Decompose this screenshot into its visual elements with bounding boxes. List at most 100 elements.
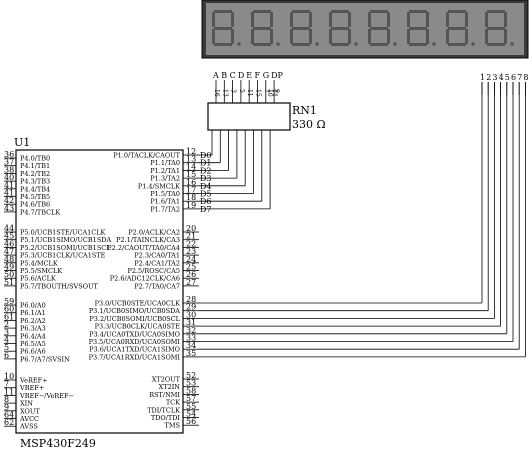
left-pin-number: 59 [4, 297, 14, 306]
left-pin-number: 46 [4, 239, 14, 248]
left-pin-number: 11 [4, 387, 14, 396]
right-pin-label: P2.5/ROSC/CA5 [127, 267, 180, 275]
digit-6 [407, 10, 436, 46]
right-pin-number: 54 [186, 410, 196, 419]
segment-label: F [255, 71, 261, 80]
digit-8 [485, 10, 514, 46]
left-pin-label: XIN [20, 400, 33, 408]
right-pin-number: 58 [186, 386, 196, 395]
digit-3 [290, 10, 319, 46]
right-pin-label: TMS [165, 422, 180, 430]
left-pin-number: 45 [4, 232, 14, 241]
right-pin-number: 13 [186, 155, 196, 164]
right-pin-number: 23 [186, 247, 196, 256]
left-pin-number: 42 [4, 196, 14, 205]
right-pin-number: 12 [186, 147, 196, 156]
right-pin-label: P1.7/TA2 [150, 205, 180, 213]
right-pin-number: 16 [186, 178, 196, 187]
right-pin-number: 28 [186, 295, 196, 304]
right-pin-number: 17 [186, 186, 196, 195]
segment-pin: 14 [271, 89, 278, 97]
digit-1 [212, 10, 241, 46]
right-pin-label: P3.7/UCA1RXD/UCA1SOMI [89, 353, 181, 361]
left-pin-label: P5.1/UCB1SIMO/UCB1SDA [20, 236, 111, 244]
right-pin-number: 14 [186, 162, 196, 171]
left-pin-label: P4.2/TB2 [20, 170, 50, 178]
left-pin-label: P5.6/ACLK [20, 275, 56, 283]
right-pin-number: 29 [186, 303, 196, 312]
net-label: D5 [200, 190, 212, 199]
net-label: D4 [200, 182, 212, 191]
digit-pin: 8 [523, 73, 528, 82]
left-pin-number: 40 [4, 173, 14, 182]
right-pin-label: P3.5/UCA0RXD/UCA0SOMI [89, 338, 181, 346]
left-pin-number: 44 [4, 224, 14, 233]
left-pin-label: P6.4/A4 [20, 332, 46, 340]
digit-2 [251, 10, 280, 46]
resistor-ref: RN1 [292, 104, 317, 117]
right-pin-label: P1.1/TA0 [150, 159, 180, 167]
net-label: D0 [200, 151, 212, 160]
right-pin-number: 25 [186, 263, 196, 272]
right-pin-label: P3.6/UCA1TXD/UCA1SIMO [89, 346, 180, 354]
digit-7 [446, 10, 475, 46]
right-pin-number: 34 [186, 341, 196, 350]
right-pin-label: TDO/TDI [151, 414, 181, 422]
right-pin-label: XT2OUT [152, 376, 181, 384]
extra-pin: 9 [273, 89, 280, 93]
left-pin-label: P4.5/TB5 [20, 193, 50, 201]
right-pin-label: P2.3/CA0/TA1 [134, 252, 180, 260]
right-pin-label: P1.6/TA1 [150, 198, 180, 206]
digit-pin: 7 [517, 73, 522, 82]
digit-pin: 4 [499, 73, 504, 82]
left-pin-label: P6.7/A7/SVSIN [20, 355, 70, 363]
right-pin-number: 52 [186, 371, 196, 380]
right-pin-label: TCK [166, 399, 180, 407]
left-pin-number: 3 [4, 328, 9, 337]
left-pin-label: P4.7/TBCLK [20, 208, 60, 216]
left-pin-number: 49 [4, 263, 14, 272]
digit-5 [368, 10, 397, 46]
left-pin-number: 60 [4, 305, 14, 314]
left-pin-label: P6.0/A0 [20, 302, 46, 310]
right-pin-number: 24 [186, 255, 196, 264]
digit-pin: 3 [492, 73, 497, 82]
right-pin-label: P2.2/CAOUT/TA0/CA4 [107, 244, 180, 252]
resistor-network: RN1 330 Ω [207, 102, 326, 131]
net-label: D1 [200, 159, 212, 168]
chip-part: MSP430F249 [20, 437, 96, 450]
right-pin-label: P3.4/UCA0TXD/UCA0SIMO [89, 330, 180, 338]
segment-label: E [246, 71, 252, 80]
right-pin-number: 19 [186, 201, 196, 210]
digit-pin: 5 [505, 73, 510, 82]
segment-label: C [230, 71, 236, 80]
segment-pin: 13 [221, 89, 228, 97]
left-pin-number: 47 [4, 247, 14, 256]
net-label: D2 [200, 166, 212, 175]
right-pin-label: P2.6/ADC12CLK/CA6 [110, 275, 180, 283]
resistor-value: 330 Ω [292, 118, 326, 131]
left-pin-number: 50 [4, 270, 14, 279]
right-pin-label: P3.3/UCB0CLK/UCA0STE [95, 323, 181, 331]
left-pin-number: 6 [4, 351, 9, 360]
right-pin-number: 56 [186, 417, 196, 426]
segment-label: G [263, 71, 269, 80]
left-pin-label: P5.7/TBOUTH/SVSOUT [20, 282, 99, 290]
mcu-chip: U1 MSP430F249 [14, 136, 184, 450]
right-pin-number: 53 [186, 379, 196, 388]
right-pin-number: 30 [186, 310, 196, 319]
left-pin-label: VREF−/VeREF− [19, 392, 74, 400]
right-pin-label: P2.1/TAINCLK/CA3 [116, 236, 180, 244]
segment-pin: 5 [238, 89, 245, 93]
right-pin-number: 55 [186, 402, 196, 411]
left-pin-number: 37 [4, 158, 14, 167]
chip-ref: U1 [14, 136, 30, 149]
left-pin-number: 38 [4, 165, 14, 174]
right-pin-label: P3.1/UCB0SIMO/UCB0SDA [89, 307, 180, 315]
left-pin-label: P6.5/A5 [20, 340, 46, 348]
left-pin-label: XOUT [20, 407, 40, 415]
